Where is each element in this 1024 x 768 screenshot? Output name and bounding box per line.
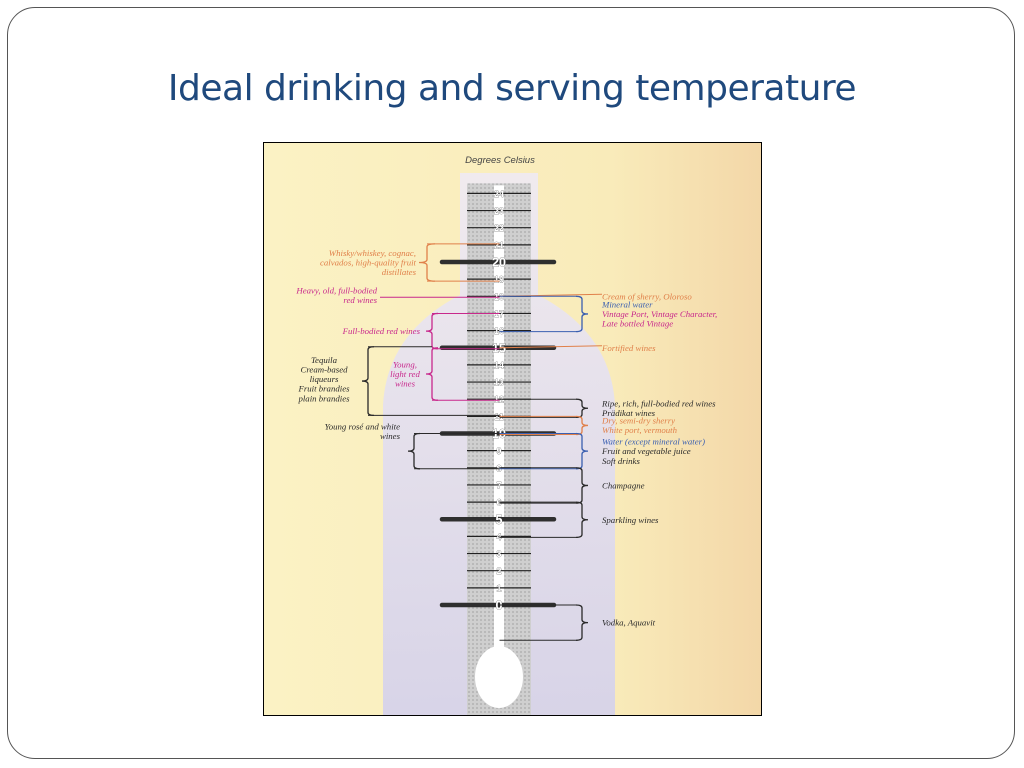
brace-full-bodied	[425, 312, 439, 350]
temperature-diagram: 0123456789101112131415161718192021222324…	[263, 142, 762, 716]
tick-label-4: 4	[496, 532, 501, 542]
tick-label-22: 22	[494, 223, 504, 233]
brace-ripe-red	[575, 398, 589, 418]
label-spirits-line: Tequila	[311, 355, 338, 365]
brace-rose	[407, 432, 421, 470]
label-spirits-line: Cream-based	[300, 364, 348, 374]
label-water-juice-line: Fruit and vegetable juice	[601, 446, 691, 456]
tick-label-5: 5	[496, 513, 503, 527]
brace-dry-sherry	[575, 415, 589, 436]
leader-fortified	[499, 345, 603, 349]
tick-label-3: 3	[496, 549, 501, 559]
tick-label-13: 13	[494, 378, 504, 388]
label-vodka-line: Vodka, Aquavit	[602, 618, 656, 628]
label-mineral-port-line: Vintage Port, Vintage Character,	[602, 309, 717, 319]
brace-sparkling	[575, 501, 589, 539]
brace-water-juice	[575, 432, 589, 470]
label-full-bodied-red: Full-bodied red wines	[342, 326, 421, 336]
tick-label-19: 19	[494, 275, 504, 285]
tick-label-21: 21	[494, 240, 504, 250]
label-rose-line: Young rosé and white	[325, 422, 400, 432]
tick-label-1: 1	[496, 583, 501, 593]
label-fortified-line: Fortified wines	[601, 343, 656, 353]
label-spirits-line: Fruit brandies	[297, 384, 350, 394]
tick-label-23: 23	[494, 206, 504, 216]
label-young-red-line: wines	[395, 379, 416, 389]
label-young-red-line: light red	[390, 369, 420, 379]
label-champagne-line: Champagne	[602, 480, 645, 490]
left-labels: Whisky/whiskey, cognac,calvados, high-qu…	[295, 243, 500, 470]
label-rose-line: wines	[380, 431, 401, 441]
label-heavy-red-line: red wines	[343, 295, 377, 305]
thermometer-chart: 0123456789101112131415161718192021222324…	[264, 143, 761, 715]
tick-label-6: 6	[496, 498, 501, 508]
label-spirits-line: plain brandies	[297, 393, 350, 403]
label-young-red-line: Young,	[393, 359, 417, 369]
brace-champagne	[575, 467, 589, 504]
label-full-bodied-red-line: Full-bodied red wines	[342, 326, 421, 336]
label-water-juice: Water (except mineral water)Fruit and ve…	[601, 437, 705, 466]
label-whisky-line: distillates	[382, 267, 417, 277]
tick-label-17: 17	[494, 309, 504, 319]
tick-label-24: 24	[494, 189, 504, 199]
tick-label-11: 11	[494, 412, 504, 422]
tick-label-7: 7	[496, 480, 501, 490]
label-water-juice-line: Soft drinks	[602, 456, 640, 466]
label-fortified: Fortified wines	[601, 343, 656, 353]
tick-label-16: 16	[494, 326, 504, 336]
axis-label: Degrees Celsius	[465, 155, 535, 166]
label-dry-sherry-line: Dry, semi-dry sherry	[601, 416, 675, 426]
label-sparkling: Sparkling wines	[602, 515, 659, 525]
label-ripe-red-line: Ripe, rich, full-bodied red wines	[601, 398, 716, 408]
bulb	[475, 646, 523, 708]
mercury-column	[494, 185, 504, 649]
label-whisky-line: calvados, high-quality fruit	[320, 258, 417, 268]
brace-whisky	[418, 243, 436, 282]
tick-label-14: 14	[494, 360, 504, 370]
label-spirits-line: liqueurs	[310, 374, 339, 384]
brace-spirits	[361, 346, 375, 416]
label-ripe-red-line: Prädikat wines	[601, 408, 656, 418]
label-champagne: Champagne	[602, 480, 645, 490]
label-sparkling-line: Sparkling wines	[602, 515, 659, 525]
label-whisky-line: Whisky/whiskey, cognac,	[329, 248, 416, 258]
label-water-juice-line: Water (except mineral water)	[602, 437, 705, 447]
label-dry-sherry-line: White port, vermouth	[602, 425, 678, 435]
tick-label-2: 2	[496, 566, 501, 576]
thermometer-tube	[467, 183, 531, 715]
label-mineral-port-line: Mineral water	[601, 299, 653, 309]
label-heavy-red-line: Heavy, old, full-bodied	[295, 285, 377, 295]
label-whisky: Whisky/whiskey, cognac,calvados, high-qu…	[320, 248, 417, 277]
brace-vodka	[575, 604, 589, 641]
brace-mineral-port	[575, 295, 589, 333]
label-cream-sherry-line: Cream of sherry, Oloroso	[602, 291, 692, 301]
slide-title: Ideal drinking and serving temperature	[167, 68, 857, 109]
label-cream-sherry: Cream of sherry, Oloroso	[602, 291, 692, 301]
label-vodka: Vodka, Aquavit	[602, 618, 656, 628]
label-mineral-port-line: Late bottled Vintage	[601, 319, 673, 329]
tick-label-18: 18	[494, 292, 504, 302]
tick-label-20: 20	[492, 256, 506, 270]
tick-label-0: 0	[496, 599, 503, 613]
brace-young-red	[425, 347, 439, 401]
tick-label-9: 9	[496, 446, 501, 456]
